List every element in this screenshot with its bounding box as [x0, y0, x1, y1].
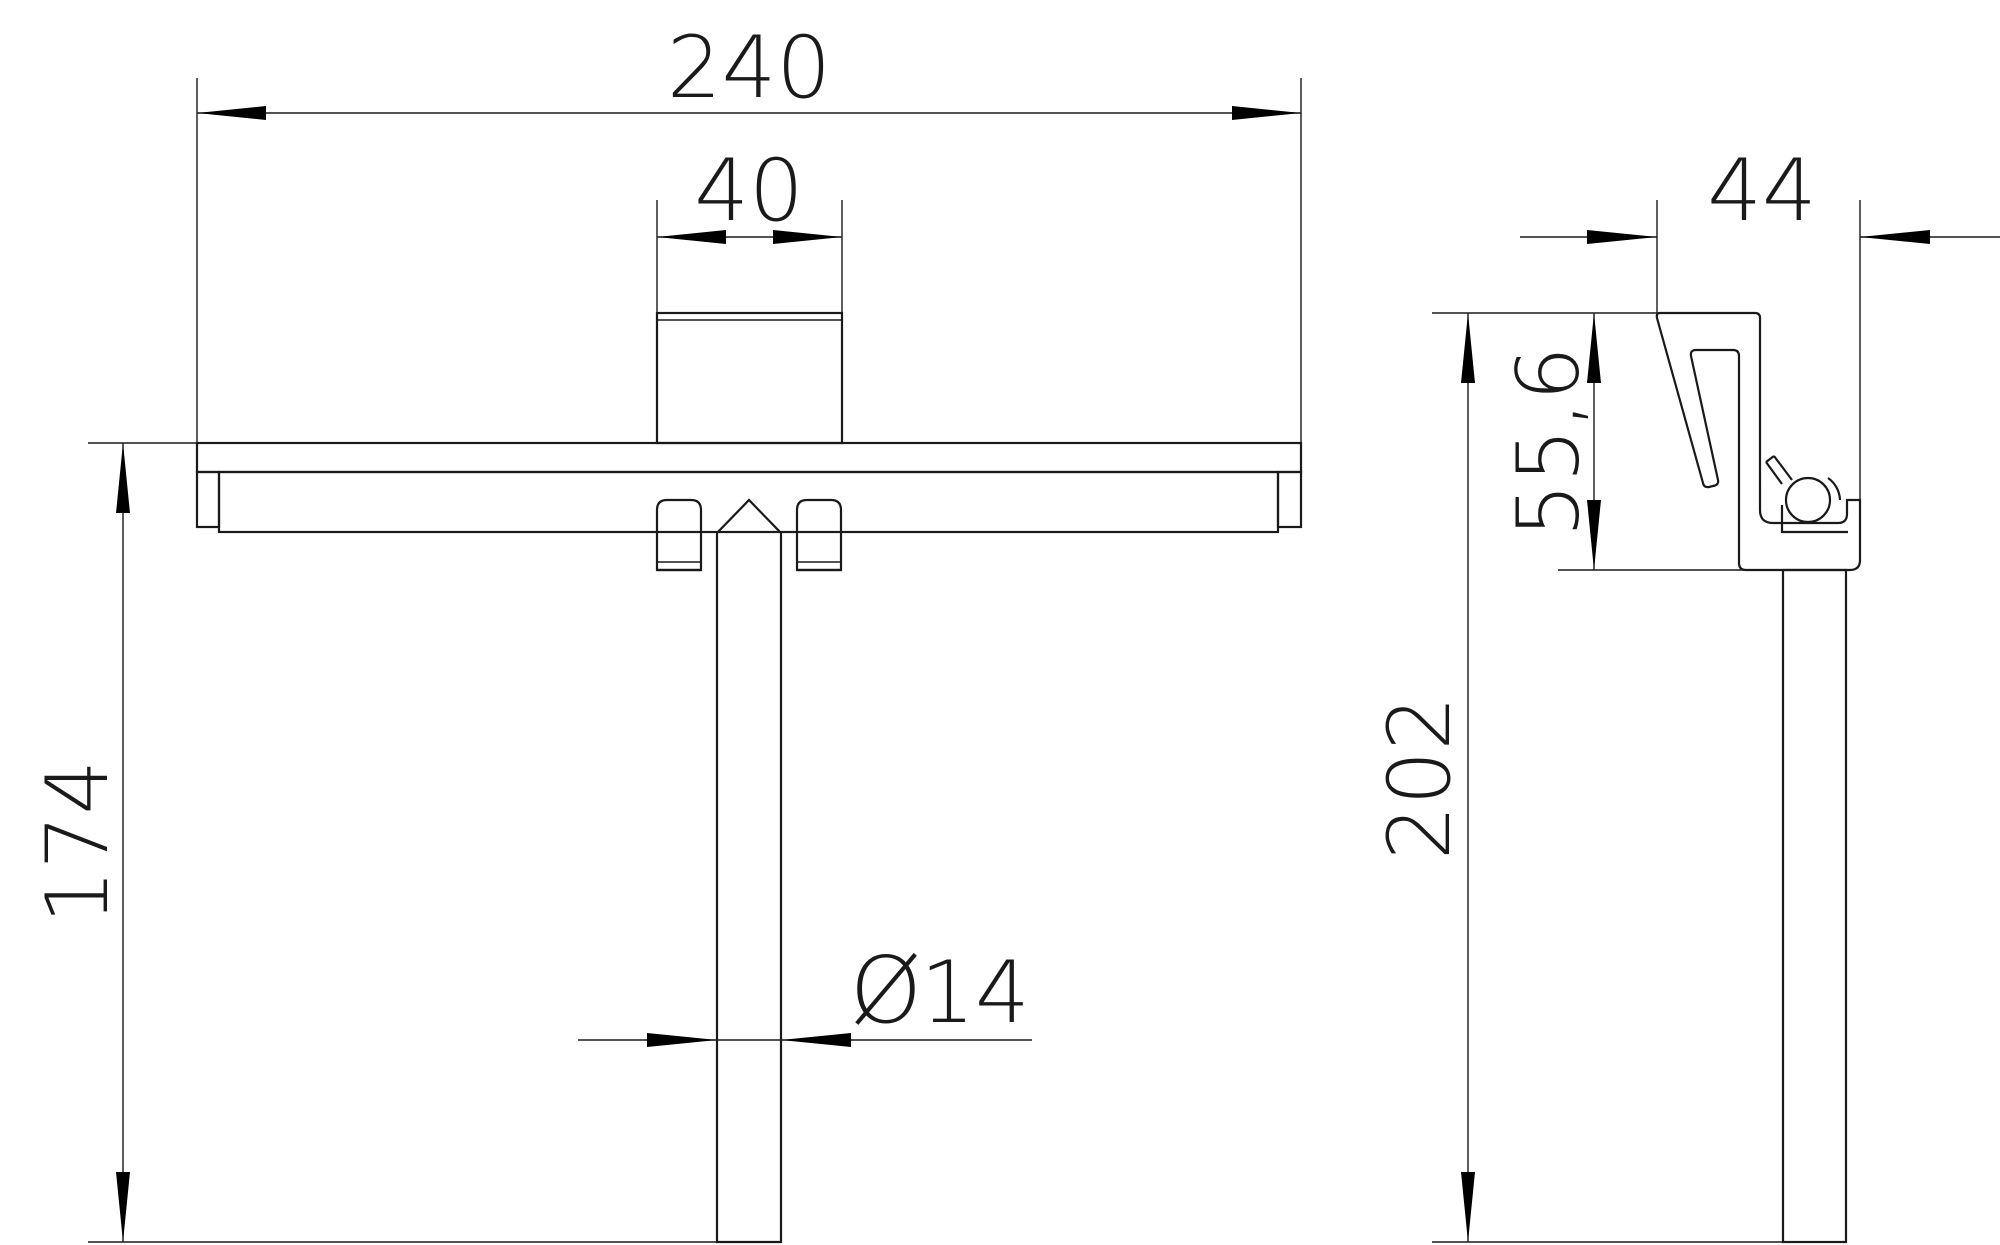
- front-handle-rod: [715, 498, 783, 1244]
- arrow-44-right: [1860, 230, 1930, 244]
- front-mount-block: [655, 311, 844, 445]
- arrow-174-bottom: [116, 1172, 130, 1242]
- side-hook-outline: [1655, 311, 1862, 572]
- front-main-bar: [195, 441, 1303, 474]
- side-dimensions: 44 202 55,6: [1370, 141, 2000, 1243]
- front-end-cap-left: [195, 470, 221, 529]
- arrow-556-top: [1587, 313, 1601, 383]
- front-view: [195, 311, 1303, 1244]
- arrow-556-bottom: [1587, 500, 1601, 570]
- side-knob: [1784, 476, 1832, 524]
- arrow-44-left: [1587, 230, 1657, 244]
- arrow-202-bottom: [1461, 1172, 1475, 1242]
- dim-mount-width: 40: [694, 141, 803, 241]
- dim-side-height: 202: [1370, 696, 1470, 860]
- arrow-174-top: [116, 443, 130, 513]
- side-view: [1655, 311, 1862, 1244]
- side-handle-rod: [1781, 568, 1848, 1244]
- dim-front-height: 174: [28, 760, 128, 924]
- arrow-202-top: [1461, 313, 1475, 383]
- dim-overall-width: 240: [667, 18, 831, 118]
- front-end-cap-right: [1276, 470, 1303, 529]
- dim-side-depth: 44: [1707, 141, 1816, 241]
- arrow-40-left: [657, 230, 726, 244]
- arrow-14-right: [781, 1033, 851, 1047]
- dim-hook-height: 55,6: [1499, 346, 1599, 537]
- arrow-14-left: [647, 1033, 717, 1047]
- front-clip-right: [795, 498, 843, 572]
- dim-rod-diameter: 14: [920, 943, 1029, 1043]
- front-clip-left: [655, 498, 703, 572]
- arrow-240-right: [1232, 106, 1301, 120]
- arrow-40-right: [773, 230, 842, 244]
- dim-diameter-symbol: Ø: [850, 937, 922, 1044]
- arrow-240-left: [197, 106, 266, 120]
- front-dimensions: 240 40 174 Ø 14: [28, 18, 1302, 1243]
